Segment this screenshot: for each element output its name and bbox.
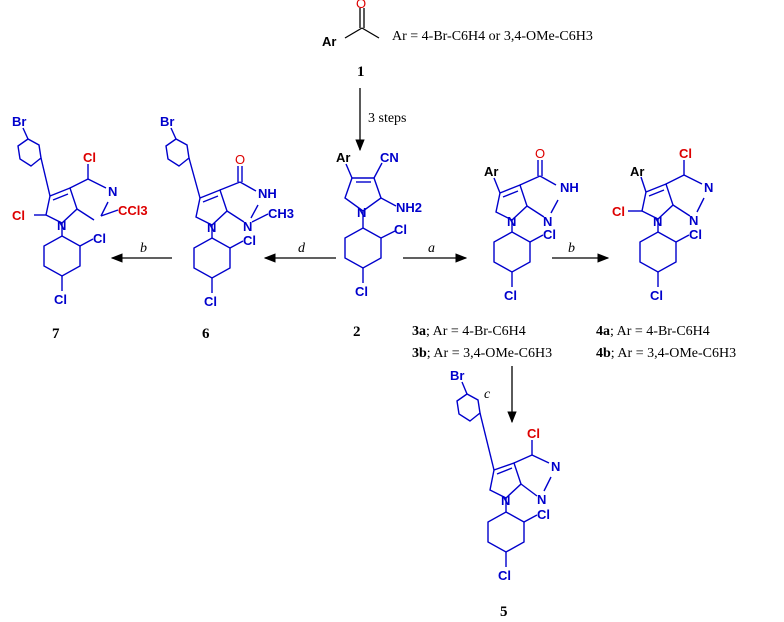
compound-3-ar: Ar (484, 164, 498, 179)
compound-2-label: 2 (353, 324, 361, 340)
compound-3b-definition: Ar = 3,4-OMe-C6H3 (433, 346, 552, 361)
compound-4b-legend: 4b; Ar = 3,4-OMe-C6H3 (596, 346, 736, 361)
compound-3a-legend: 3a; Ar = 4-Br-C6H4 (412, 324, 526, 339)
compound-6-label: 6 (202, 326, 210, 342)
compound-4b-definition: Ar = 3,4-OMe-C6H3 (617, 346, 736, 361)
compound-3a-label: 3a (412, 324, 426, 339)
compound-3-bonds (493, 160, 559, 287)
compound-1-ar-definition: Ar = 4-Br-C6H4 or 3,4-OMe-C6H3 (392, 29, 593, 44)
compound-1: O Ar Ar = 4-Br-C6H4 or 3,4-OMe-C6H3 1 (322, 0, 593, 80)
compound-5-cl-para: Cl (498, 568, 511, 583)
compound-5-cl-4: Cl (527, 426, 540, 441)
compound-1-bonds (344, 8, 380, 39)
compound-3-ring-n: N (543, 214, 552, 229)
compound-7-pyrrole-n: N (57, 218, 66, 233)
arrow-c-label: c (484, 387, 491, 402)
compound-6-cl-para: Cl (204, 294, 217, 309)
compound-3-oxygen: O (535, 146, 545, 161)
compound-3-pyrrole-n: N (507, 214, 516, 229)
compound-2-nitrile: CN (380, 150, 399, 165)
compound-4a-definition: Ar = 4-Br-C6H4 (617, 324, 710, 339)
compound-4-ar: Ar (630, 164, 644, 179)
compound-4a-label: 4a (596, 324, 610, 339)
compound-4a-separator: ; (610, 324, 617, 339)
compound-6-bonds (165, 127, 269, 293)
compound-6-pyrrole-n: N (207, 220, 216, 235)
arrow-a-label: a (428, 241, 435, 256)
compound-7-cl-4: Cl (83, 150, 96, 165)
compound-5-pyrrole-n: N (501, 493, 510, 508)
compound-4-cl-para: Cl (650, 288, 663, 303)
compound-5-ring-n2: N (537, 492, 546, 507)
compound-7-cl-6: Cl (12, 208, 25, 223)
compound-4-cl-4: Cl (679, 146, 692, 161)
compound-4b-label: 4b (596, 346, 611, 361)
compound-3b-legend: 3b; Ar = 3,4-OMe-C6H3 (412, 346, 552, 361)
compound-6-br: Br (160, 114, 174, 129)
compound-6-cl-ortho: Cl (243, 233, 256, 248)
arrow-1-to-2-label: 3 steps (368, 111, 407, 126)
compound-3-cl-ortho: Cl (543, 227, 556, 242)
compound-2-cl-ortho: Cl (394, 222, 407, 237)
compound-5-br: Br (450, 368, 464, 383)
compound-7-br: Br (12, 114, 26, 129)
compound-5-ring-n1: N (551, 459, 560, 474)
compound-3a-separator: ; (426, 324, 433, 339)
compound-1-label: 1 (357, 64, 365, 80)
compound-6: Br O NH N CH3 N Cl Cl 6 (160, 114, 294, 342)
compound-4-ring-n2: N (689, 213, 698, 228)
compound-5: Br Cl N N N Cl Cl 5 (450, 368, 560, 620)
arrow-d-label: d (298, 241, 306, 256)
compound-7-cl-ortho: Cl (93, 231, 106, 246)
compound-3-nh: NH (560, 180, 579, 195)
compound-2: Ar CN NH2 N Cl Cl 2 (336, 150, 422, 340)
compound-2-cl-para: Cl (355, 284, 368, 299)
compound-3a-definition: Ar = 4-Br-C6H4 (433, 324, 526, 339)
compound-4-pyrrole-n: N (653, 214, 662, 229)
compound-7: Br Cl N CCl3 N Cl Cl Cl 7 (12, 114, 148, 342)
compound-2-pyrrole-n: N (357, 205, 366, 220)
compound-6-nh: NH (258, 186, 277, 201)
compound-3b-label: 3b (412, 346, 427, 361)
compound-4-cl-6: Cl (612, 204, 625, 219)
compound-6-oxygen: O (235, 152, 245, 167)
compound-7-ccl3: CCl3 (118, 203, 148, 218)
compound-7-label: 7 (52, 326, 60, 342)
compound-4-bonds (628, 160, 705, 287)
compound-5-label: 5 (500, 604, 508, 620)
arrow-b-left-label: b (140, 241, 147, 256)
compound-2-bonds (344, 162, 397, 283)
compound-7-ring-n: N (108, 184, 117, 199)
compound-1-ar: Ar (322, 34, 336, 49)
arrow-b-right-label: b (568, 241, 575, 256)
compound-3: O NH N N Ar Cl Cl 3a; Ar = 4-Br-C6H4 3b;… (412, 146, 579, 361)
compound-6-ring-n: N (243, 219, 252, 234)
compound-7-bonds (17, 127, 119, 291)
compound-4a-legend: 4a; Ar = 4-Br-C6H4 (596, 324, 710, 339)
compound-6-methyl: CH3 (268, 206, 294, 221)
compound-4b-separator: ; (611, 346, 618, 361)
compound-4: Cl Ar N N N Cl Cl Cl 4a; Ar = 4-Br-C6H4 … (596, 146, 736, 361)
compound-7-cl-para: Cl (54, 292, 67, 307)
compound-5-cl-ortho: Cl (537, 507, 550, 522)
compound-3-cl-para: Cl (504, 288, 517, 303)
compound-5-bonds (456, 381, 552, 567)
compound-4-ring-n1: N (704, 180, 713, 195)
compound-2-ar: Ar (336, 150, 350, 165)
compound-4-cl-ortho: Cl (689, 227, 702, 242)
compound-3b-separator: ; (427, 346, 434, 361)
compound-2-amino: NH2 (396, 200, 422, 215)
compound-1-oxygen: O (356, 0, 366, 11)
